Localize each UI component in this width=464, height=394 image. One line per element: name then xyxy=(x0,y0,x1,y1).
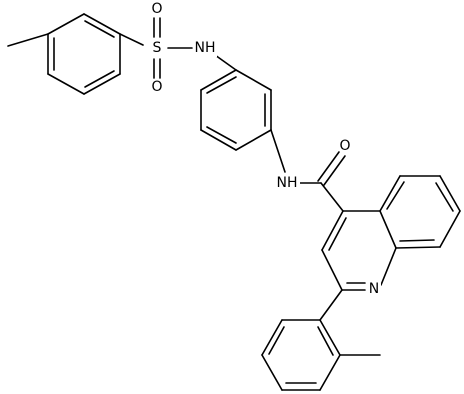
atom-label-sulfonyl-o-bottom: O xyxy=(151,79,162,95)
tolyl-ring-top xyxy=(47,13,121,95)
svg-text:O: O xyxy=(151,79,162,95)
bond-nh-phenylene xyxy=(214,54,237,71)
atom-label-quinoline-n: N xyxy=(367,280,381,298)
tolyl-ring-bottom xyxy=(261,319,341,391)
quinoline-benzo-ring xyxy=(379,175,461,249)
svg-text:NH: NH xyxy=(277,175,298,191)
svg-text:O: O xyxy=(339,138,350,154)
svg-text:O: O xyxy=(151,1,162,17)
methyl-bond-top xyxy=(7,33,49,47)
bond-quinoline-tolyl xyxy=(319,289,343,321)
atom-label-sulfur: S xyxy=(150,40,164,56)
atom-label-sulfonyl-o-top: O xyxy=(151,1,162,17)
svg-text:S: S xyxy=(153,40,162,56)
phenylene-ring xyxy=(200,69,272,151)
atom-label-amide-nh: NH xyxy=(274,174,300,192)
bond-tolyl-sulfur xyxy=(119,33,144,46)
quinoline-pyridine-ring xyxy=(321,210,397,291)
sulfonyl-bonds xyxy=(153,17,161,79)
carbonyl-double-bond xyxy=(317,151,340,182)
carbonyl-double-bond-2 xyxy=(323,155,346,186)
atom-label-carbonyl-o: O xyxy=(339,138,350,154)
bond-phenylene-amide-nh xyxy=(270,129,286,173)
svg-text:NH: NH xyxy=(195,40,216,56)
bond-carbonyl-quinoline xyxy=(320,182,344,212)
atom-label-sulfonamide-nh: NH xyxy=(193,39,217,57)
svg-text:N: N xyxy=(369,281,379,297)
